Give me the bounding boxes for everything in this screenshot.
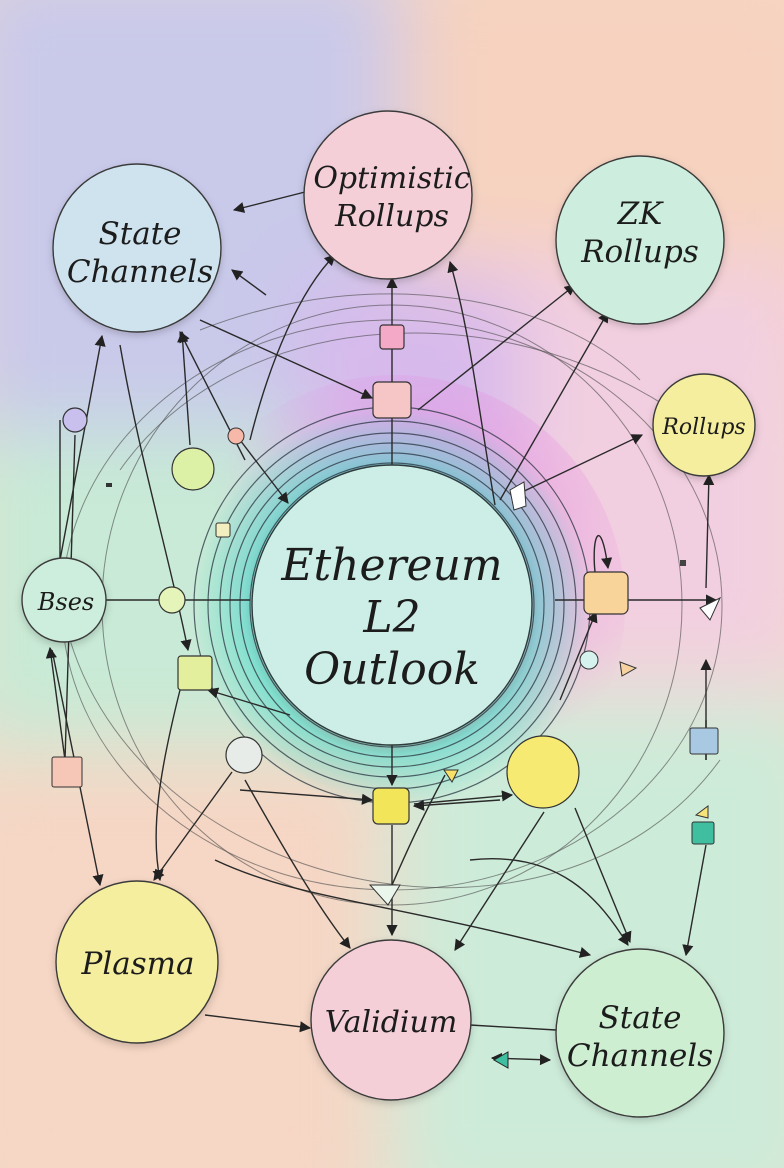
node-label: Rollups	[661, 415, 745, 440]
center-circle	[251, 464, 533, 746]
node-label: Channels	[567, 1038, 713, 1074]
node-rollups[interactable]: Rollups	[652, 373, 756, 477]
connector-markers	[51, 324, 722, 1069]
node-plasma[interactable]: Plasma	[55, 880, 219, 1044]
node-label: Plasma	[80, 946, 194, 982]
center-title-line1: Ethereum	[280, 540, 502, 591]
node-label: Bses	[37, 588, 94, 616]
center-title-line2: L2	[362, 592, 420, 643]
node-optimistic-rollups[interactable]: Optimistic Rollups	[303, 110, 473, 280]
node-state-channels-bottom[interactable]: State Channels	[555, 948, 725, 1118]
node-label: State	[599, 1000, 682, 1036]
node-label: ZK	[617, 196, 665, 232]
node-bses[interactable]: Bses	[21, 557, 107, 643]
node-label: Optimistic	[313, 161, 471, 196]
node-zk-rollups[interactable]: ZK Rollups	[555, 155, 725, 325]
center-title-line3: Outlook	[304, 644, 480, 695]
node-label: Channels	[67, 254, 213, 290]
node-validium[interactable]: Validium	[310, 939, 472, 1101]
node-label: Rollups	[580, 234, 699, 270]
node-label: Validium	[325, 1005, 458, 1040]
center-node[interactable]: Ethereum L2 Outlook	[251, 464, 533, 746]
node-label: State	[99, 216, 182, 252]
node-label: Rollups	[334, 199, 449, 234]
node-state-channels-top[interactable]: State Channels	[52, 163, 222, 333]
